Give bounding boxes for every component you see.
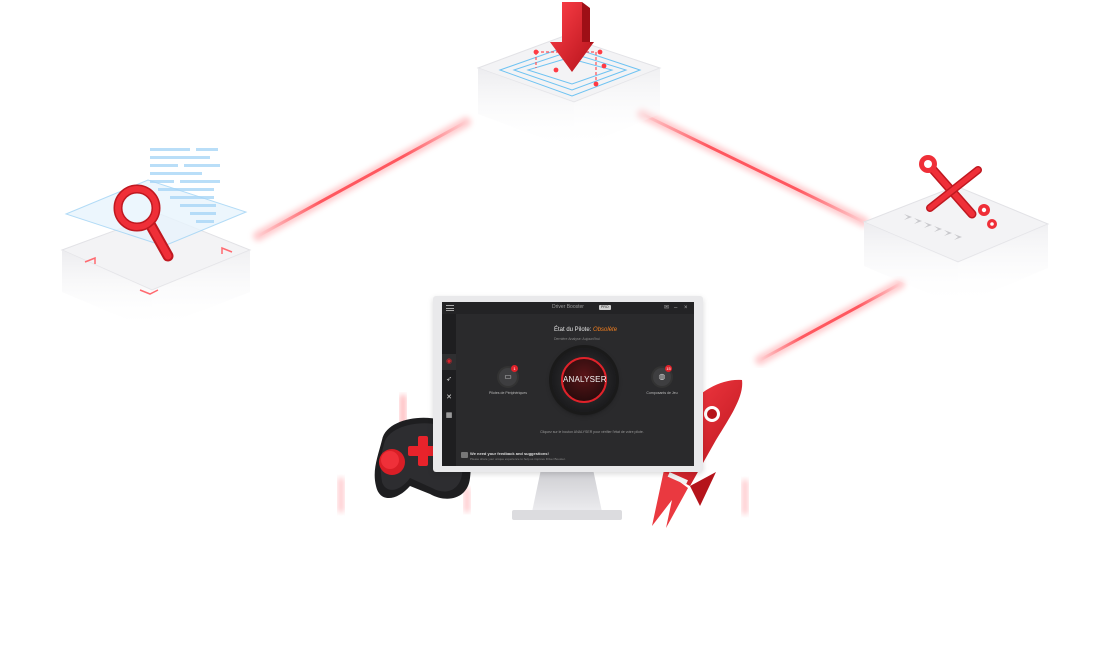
last-scan-text: Dernière Analyse: Aujourd'hui [554, 337, 600, 341]
feedback-icon[interactable]: ✉ [664, 305, 670, 311]
close-icon[interactable]: × [684, 305, 688, 311]
status-label: État du Pilote: [554, 327, 592, 333]
feedback-subtitle: Please share your unique experience to h… [470, 457, 566, 461]
gamepad-icon: ◍ [658, 372, 666, 381]
download-arrow-icon [550, 2, 594, 72]
feedback-title[interactable]: We need your feedback and suggestions! [470, 451, 549, 456]
sidebar-item-tools[interactable]: ✕ [442, 390, 456, 406]
category-label: Composants de Jeu [646, 391, 678, 395]
monitor-stand [532, 472, 602, 512]
sidebar-item-boost[interactable]: ➶ [442, 372, 456, 388]
tools-icon: ✕ [446, 394, 452, 401]
title-bar: Driver Booster PRO ✉ – × [442, 302, 694, 314]
apps-grid-icon: ▦ [445, 412, 453, 419]
scan-icon: ◉ [445, 358, 453, 365]
sidebar-item-scan[interactable]: ◉ [442, 354, 456, 370]
category-icon-wrap: ◍ 15 [653, 365, 672, 386]
category-device-drivers[interactable]: ▭ 1 Pilotes de Périphériques [484, 365, 532, 395]
rocket-icon: ➶ [446, 376, 452, 383]
category-icon-wrap: ▭ 1 [499, 365, 518, 386]
count-badge: 1 [511, 365, 518, 372]
app-window: Driver Booster PRO ✉ – × ◉ ➶ ✕ ▦ État du… [442, 302, 694, 466]
repair-platform [862, 155, 1050, 306]
search-platform [60, 148, 252, 330]
scan-button[interactable]: ANALYSER [561, 357, 607, 403]
beam-repair-to-monitor [755, 279, 905, 365]
edition-badge: PRO [599, 304, 611, 310]
app-title: Driver Booster [552, 304, 584, 310]
category-game-components[interactable]: ◍ 15 Composants de Jeu [638, 365, 686, 395]
monitor: Driver Booster PRO ✉ – × ◉ ➶ ✕ ▦ État du… [433, 296, 703, 472]
monitor-icon: ▭ [504, 372, 512, 381]
category-label: Pilotes de Périphériques [489, 391, 527, 395]
minimize-icon[interactable]: – [674, 305, 678, 311]
chat-icon [461, 452, 468, 458]
count-badge: 15 [665, 365, 672, 372]
sidebar-item-apps[interactable]: ▦ [442, 408, 456, 424]
beam-search-to-download [253, 117, 471, 241]
data-stream [150, 148, 220, 223]
driver-status: État du Pilote: Obsolète [554, 327, 617, 333]
sidebar: ◉ ➶ ✕ ▦ [442, 314, 456, 466]
status-value: Obsolète [593, 327, 618, 333]
light-bars [338, 395, 748, 514]
download-platform [476, 2, 662, 150]
tools-icon [919, 155, 997, 229]
beam-download-to-repair [637, 109, 869, 227]
hamburger-menu-icon[interactable] [446, 305, 454, 311]
progress-chevrons [904, 214, 962, 240]
scan-hint: Cliquez sur le bouton ANALYSER pour véri… [540, 430, 644, 434]
monitor-base [512, 510, 622, 520]
magnifier-icon [113, 184, 174, 262]
